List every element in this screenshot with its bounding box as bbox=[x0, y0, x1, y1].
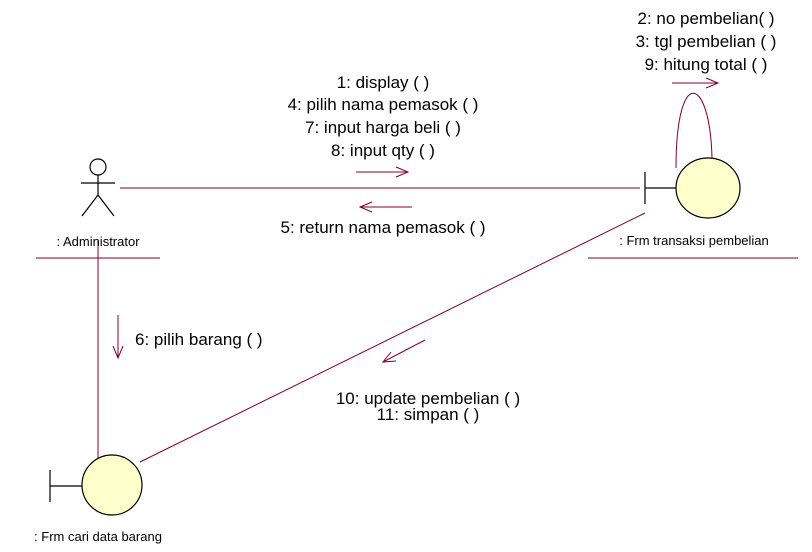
arrow-actor-to-transaksi bbox=[356, 166, 410, 178]
message-label: 2: no pembelian( ) bbox=[637, 9, 774, 28]
message-label: 1: display ( ) bbox=[337, 73, 430, 92]
actor-stick-figure-icon[interactable] bbox=[81, 158, 115, 217]
arrow-transaksi-to-cari bbox=[381, 339, 426, 363]
self-link-loop bbox=[675, 93, 713, 169]
message-label: 3: tgl pembelian ( ) bbox=[636, 32, 777, 51]
message-label: 6: pilih barang ( ) bbox=[135, 330, 263, 349]
message-label: 10: update pembelian ( ) bbox=[336, 389, 520, 408]
arrow-actor-to-cari bbox=[112, 315, 124, 360]
message-label: 4: pilih nama pemasok ( ) bbox=[288, 95, 479, 114]
frm-transaksi-label: : Frm transaksi pembelian bbox=[619, 233, 769, 248]
message-label: 5: return nama pemasok ( ) bbox=[280, 218, 485, 237]
frm-cari-label: : Frm cari data barang bbox=[34, 529, 162, 544]
actor-label: : Administrator bbox=[56, 234, 140, 249]
arrow-self-message bbox=[672, 77, 720, 89]
link-transaksi-cari bbox=[139, 212, 646, 463]
message-label: 9: hitung total ( ) bbox=[645, 55, 768, 74]
boundary-object-icon[interactable] bbox=[49, 454, 143, 516]
message-label: 11: simpan ( ) bbox=[377, 405, 480, 424]
message-label: 7: input harga beli ( ) bbox=[305, 118, 461, 137]
boundary-object-icon[interactable] bbox=[644, 157, 741, 219]
message-label: 8: input qty ( ) bbox=[331, 141, 435, 160]
arrow-transaksi-to-actor bbox=[358, 201, 412, 213]
